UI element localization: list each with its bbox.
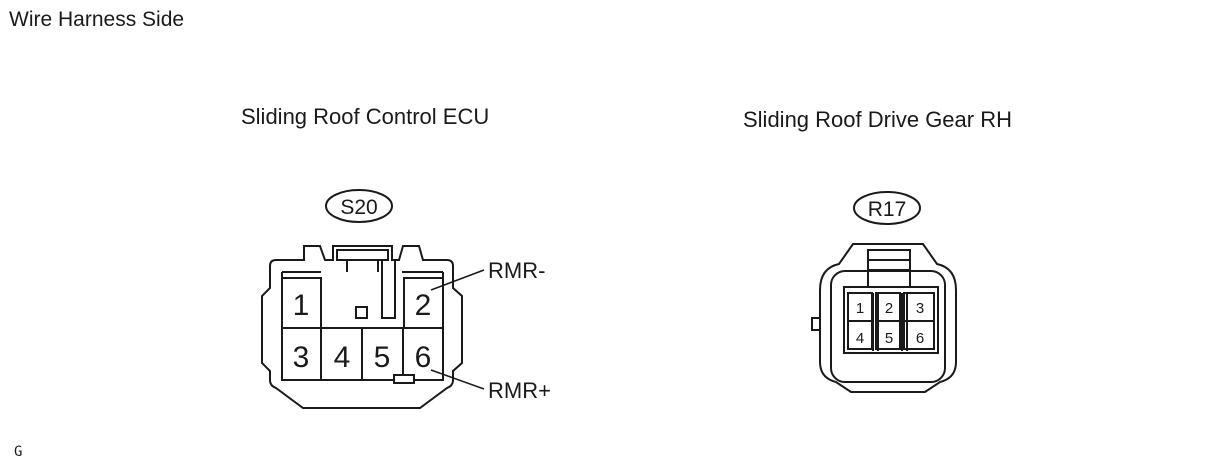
connector-center-key [355, 306, 368, 319]
connector-code-s20: S20 [340, 196, 377, 219]
connector-code-r17: R17 [868, 198, 907, 221]
connector-code-oval-r17 [853, 191, 921, 225]
r17-top-lock [867, 249, 911, 288]
ecu-connector-title: Sliding Roof Control ECU [241, 104, 490, 129]
pin-cell-6 [402, 327, 444, 381]
connector-bottom-latch-front [393, 374, 415, 384]
r17-side-notch [811, 317, 820, 331]
pin-number-4: 4 [334, 341, 351, 374]
pin-number-5: 5 [374, 341, 391, 374]
ecu-callouts [430, 269, 485, 390]
callout-line-rmr-plus [430, 369, 485, 390]
pin-number-1: 1 [293, 289, 310, 322]
drive-gear-connector-title: Sliding Roof Drive Gear RH [743, 107, 1012, 132]
connector-lock-tab [336, 249, 389, 272]
r17-pin-number-5: 5 [885, 330, 893, 347]
callout-line-rmr-minus [430, 269, 485, 291]
connector-housing [261, 245, 463, 409]
page-title: Wire Harness Side [9, 8, 185, 31]
r17-pin-5 [875, 320, 901, 350]
pin-number-2: 2 [415, 289, 432, 322]
r17-pin-number-2: 2 [885, 300, 893, 317]
callout-label-rmr-plus: RMR+ [488, 378, 551, 403]
pin-number-6: 6 [415, 341, 432, 374]
ecu-connector: S20 [261, 189, 463, 409]
pin-number-3: 3 [293, 341, 310, 374]
r17-pin-number-6: 6 [916, 330, 924, 347]
r17-pin-guides [872, 293, 908, 351]
drive-gear-connector: R17 [811, 191, 957, 393]
r17-pin-number-1: 1 [856, 300, 864, 317]
r17-pin-block [843, 286, 939, 354]
connector-code-oval-s20 [325, 189, 393, 223]
connector-key-slot [381, 260, 396, 319]
callout-label-rmr-minus: RMR- [488, 258, 545, 283]
r17-pin-6 [903, 320, 935, 350]
drive-gear-pin-numbers: 1 2 3 4 5 6 [856, 300, 924, 347]
r17-pin-number-3: 3 [916, 300, 924, 317]
figure-code: G [14, 444, 23, 460]
r17-outer-housing [819, 243, 957, 393]
ecu-pin-numbers: 1 2 3 4 5 6 [293, 289, 432, 374]
r17-pin-number-4: 4 [856, 330, 864, 347]
